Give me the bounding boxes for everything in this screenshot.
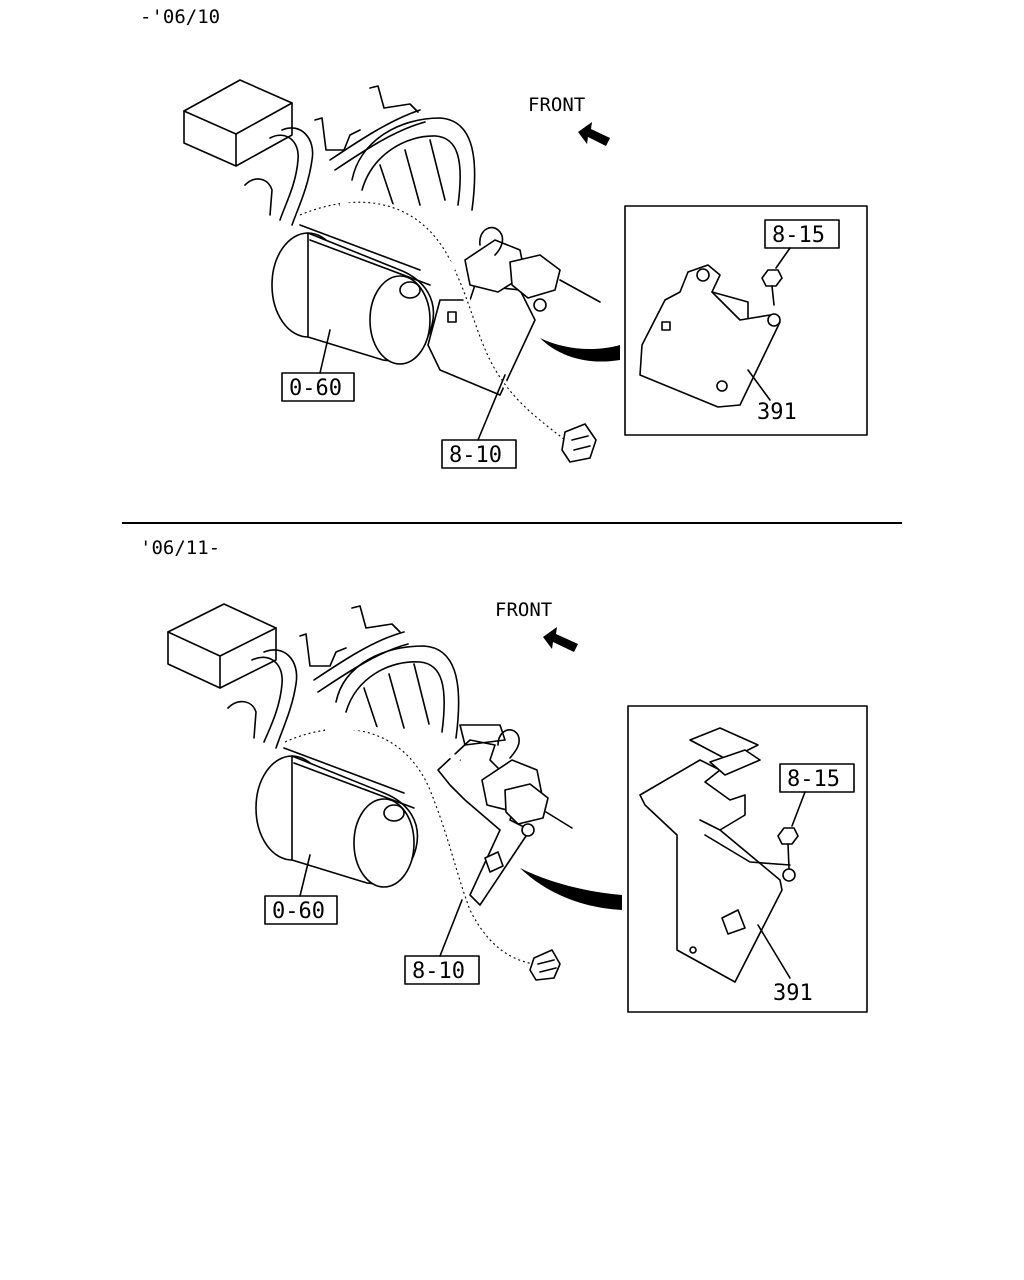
callout-bracket: 391 <box>757 400 797 425</box>
control-box <box>167 603 277 689</box>
flywheel-housing <box>335 645 460 739</box>
wiring-harness <box>296 199 597 463</box>
nut-icon <box>761 269 783 306</box>
starter-motor <box>271 224 435 365</box>
detail-bracket <box>639 264 781 408</box>
callout-starter: 0-60 <box>289 376 342 401</box>
leader-line-nut <box>775 247 791 269</box>
callout-box-nut <box>779 763 855 793</box>
callout-bracket: 391 <box>773 981 813 1006</box>
callout-box-starter <box>264 895 338 925</box>
leader-line-starter <box>299 854 311 897</box>
starter-motor <box>255 747 419 888</box>
leader-line-nut <box>791 791 806 827</box>
leader-line-harness <box>477 374 506 441</box>
front-label: FRONT <box>495 599 552 621</box>
callout-box-harness <box>404 955 480 985</box>
leader-line-bracket <box>747 369 771 401</box>
callout-box-harness <box>441 439 517 469</box>
callout-harness: 8-10 <box>412 959 465 984</box>
front-arrow-icon <box>578 122 610 146</box>
flywheel-housing <box>351 117 476 211</box>
front-label: FRONT <box>528 94 585 116</box>
date-range-label: '06/11- <box>140 537 220 559</box>
detail-pointer-arrow <box>540 338 620 362</box>
callout-nut: 8-15 <box>787 767 840 792</box>
detail-inset-frame <box>627 705 868 1013</box>
leader-line-bracket <box>757 924 791 979</box>
section-2: '06/11- FRONT <box>140 537 868 1013</box>
front-arrow-icon <box>543 627 578 652</box>
sensor <box>464 226 601 312</box>
wiring-harness <box>281 724 561 981</box>
pipes <box>244 85 426 226</box>
callout-box-starter <box>281 372 355 402</box>
detail-pointer-arrow <box>520 868 622 910</box>
callout-harness: 8-10 <box>449 443 502 468</box>
date-range-label: -'06/10 <box>140 6 220 28</box>
sensor <box>481 729 573 837</box>
leader-line-harness <box>439 899 463 957</box>
callout-nut: 8-15 <box>772 223 825 248</box>
nut-icon <box>777 827 799 869</box>
callout-box-nut <box>764 219 840 249</box>
leader-line-starter <box>319 329 331 374</box>
control-box <box>183 79 293 167</box>
detail-bracket <box>639 727 796 983</box>
section-1: -'06/10 FRONT <box>140 6 868 469</box>
detail-inset-frame <box>624 205 868 436</box>
callout-starter: 0-60 <box>272 899 325 924</box>
